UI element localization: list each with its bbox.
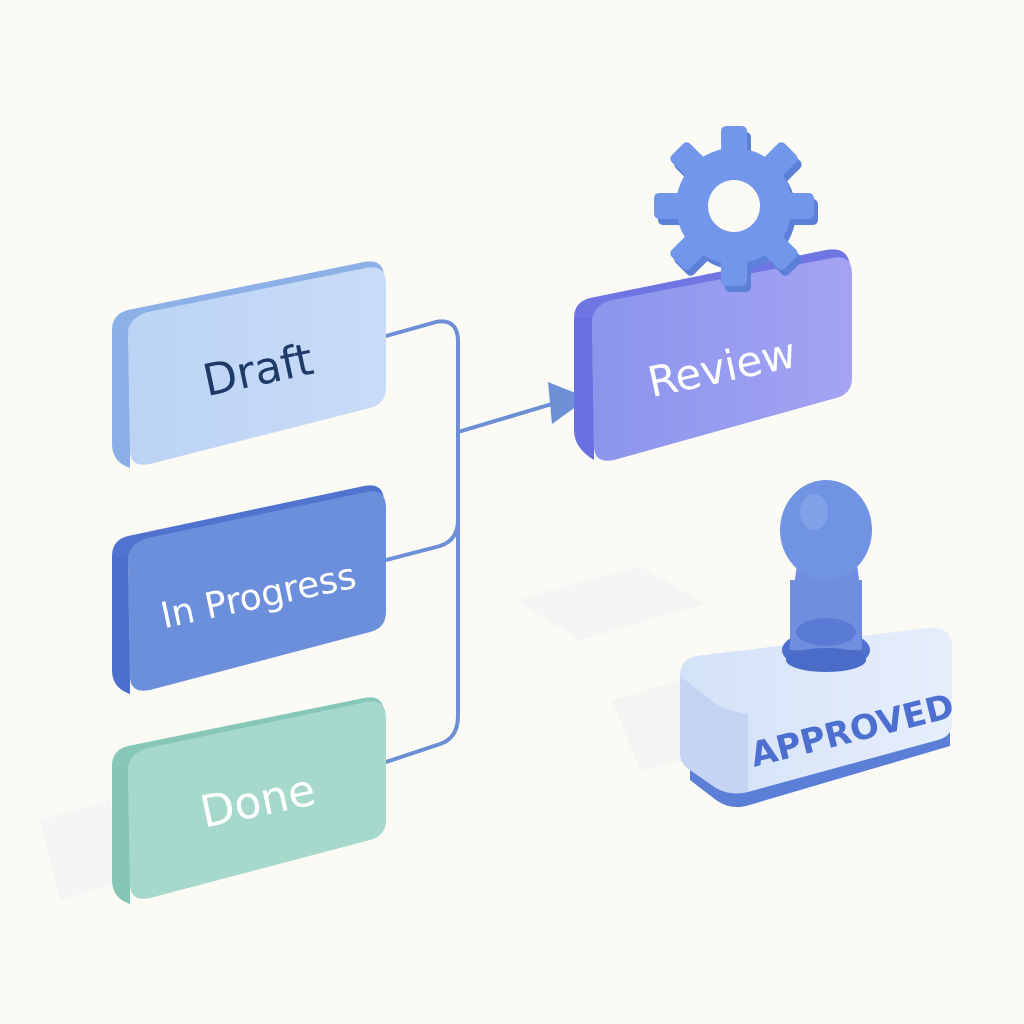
connector-in-progress xyxy=(384,518,460,562)
stage-draft[interactable]: Draft xyxy=(112,261,386,468)
gear-icon xyxy=(654,126,818,292)
stage-done[interactable]: Done xyxy=(112,697,386,904)
arrow-head-icon xyxy=(548,382,588,424)
floor-shadows xyxy=(40,566,705,900)
stage-review[interactable]: Review xyxy=(574,249,852,461)
stage-in-progress[interactable]: In Progress xyxy=(112,485,386,694)
connector-draft xyxy=(384,319,460,522)
connector-to-review xyxy=(456,402,554,434)
stamp-icon[interactable]: APPROVED xyxy=(680,480,958,808)
connector-done xyxy=(384,518,460,764)
connectors xyxy=(384,319,554,764)
